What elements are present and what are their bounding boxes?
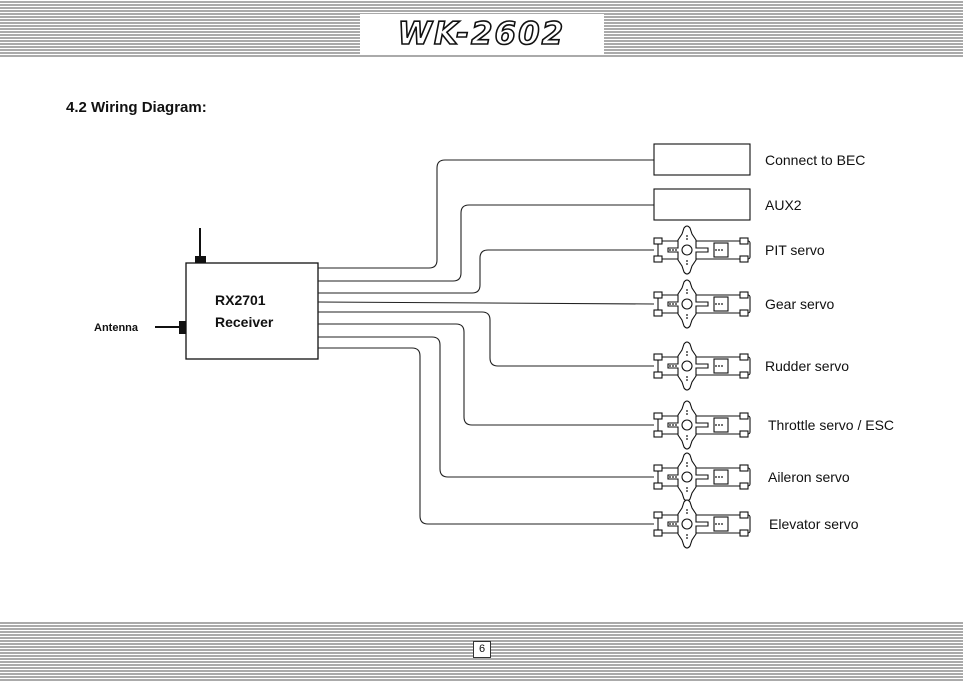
servo-icon (654, 401, 750, 449)
wire-6 (318, 324, 654, 425)
antenna-label: Antenna (94, 322, 139, 334)
wire-5 (318, 312, 654, 366)
connector-box (654, 144, 750, 175)
channel-label: Gear servo (765, 296, 834, 312)
servo-icon (654, 500, 750, 548)
channel-label: PIT servo (765, 242, 825, 258)
receiver-model: RX2701 (215, 292, 266, 308)
antenna-connector-left (179, 321, 186, 334)
servo-icon (654, 342, 750, 390)
servo-icon (654, 453, 750, 501)
antenna-connector-top (195, 256, 206, 263)
page-number: 6 (473, 641, 491, 658)
servo-icon (654, 280, 750, 328)
receiver-box (186, 263, 318, 359)
wire-3 (318, 250, 654, 293)
wire-4 (318, 302, 654, 304)
connector-box (654, 189, 750, 220)
wiring-diagram: Antenna RX2701 Receiver Connect to BEC AU… (0, 0, 963, 620)
servo-icon (654, 226, 750, 274)
channel-label: AUX2 (765, 197, 802, 213)
channel-label: Throttle servo / ESC (768, 417, 894, 433)
wire-7 (318, 337, 654, 477)
channel-label: Elevator servo (769, 516, 859, 532)
receiver-name: Receiver (215, 314, 274, 330)
channel-label: Rudder servo (765, 358, 849, 374)
wire-8 (318, 348, 654, 524)
channel-label: Aileron servo (768, 469, 850, 485)
channel-label: Connect to BEC (765, 152, 865, 168)
wire-1 (318, 160, 654, 268)
wire-2 (318, 205, 654, 281)
